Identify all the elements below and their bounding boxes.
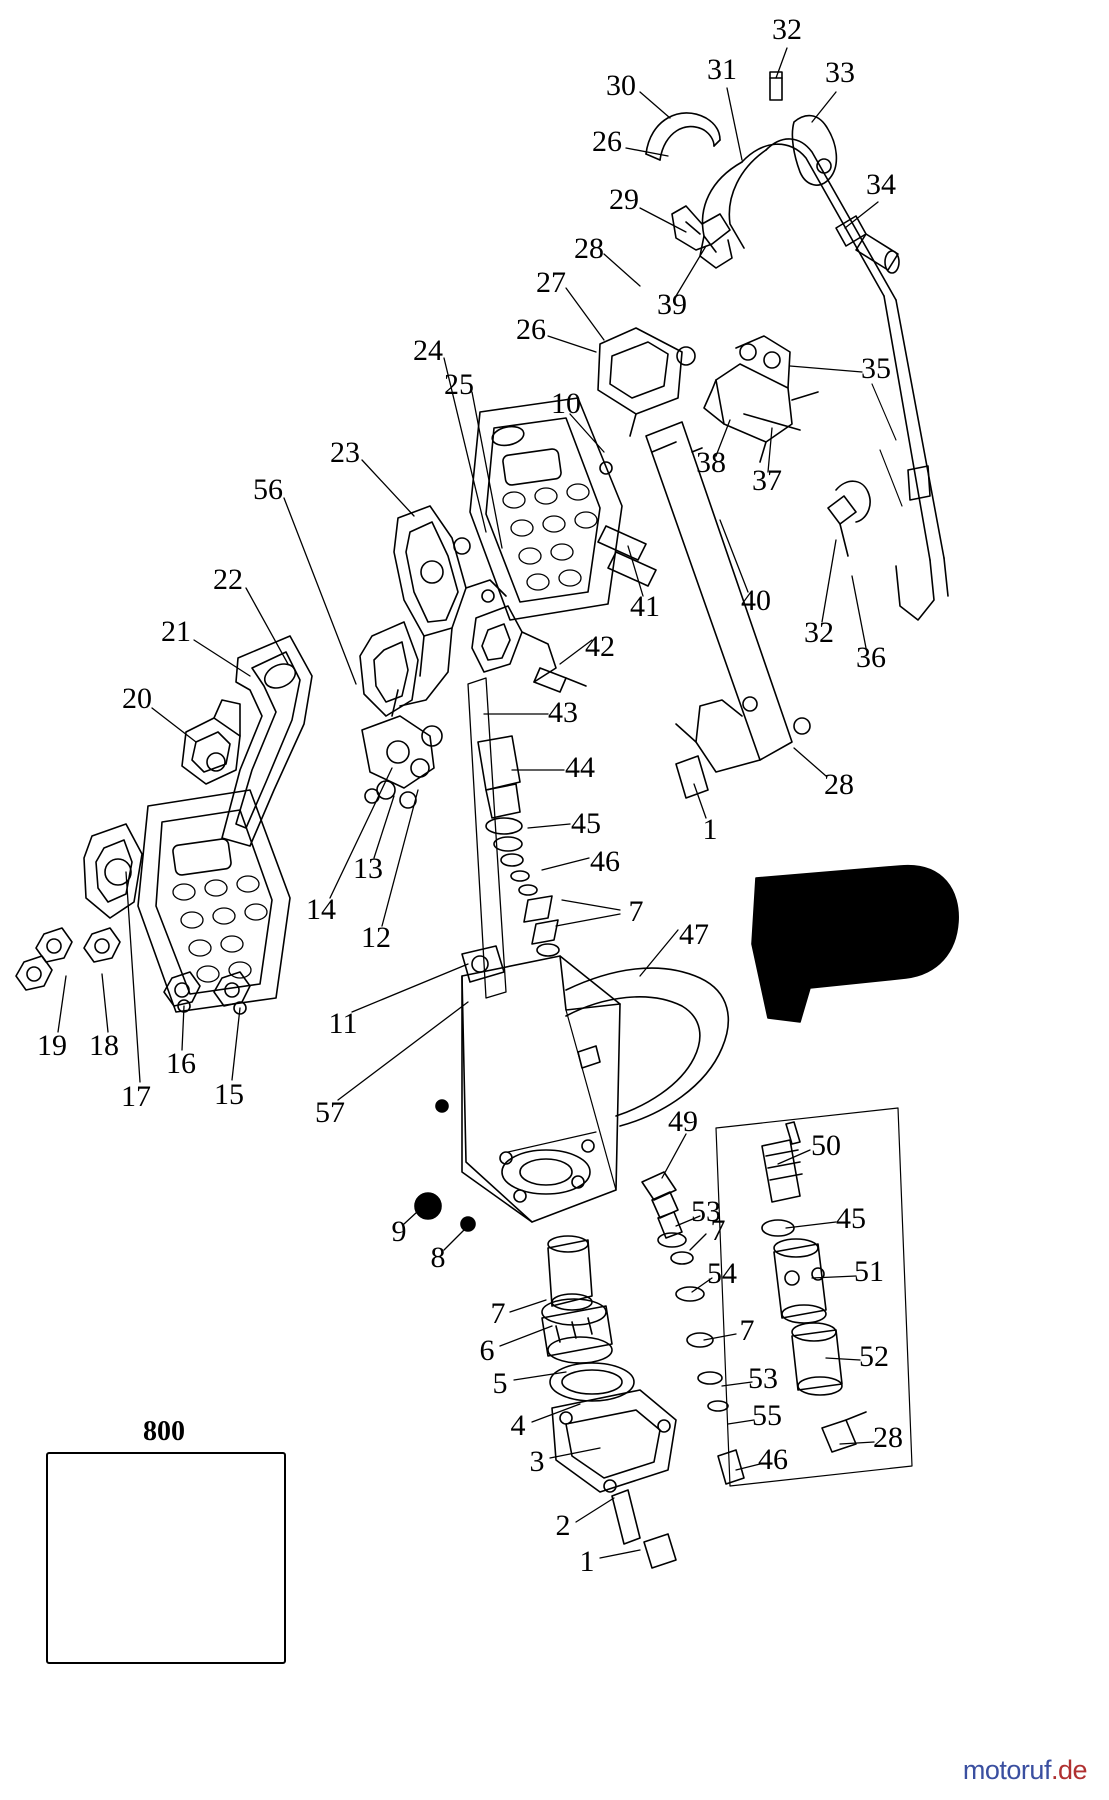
callout-45: 45 — [836, 1202, 866, 1235]
watermark-suffix: .de — [1050, 1755, 1088, 1785]
callout-22: 22 — [213, 563, 243, 596]
callout-17: 17 — [121, 1080, 151, 1113]
callout-48: 48 — [825, 955, 855, 988]
callout-32: 32 — [772, 13, 802, 46]
callout-1: 1 — [579, 1545, 595, 1578]
callout-28: 28 — [873, 1421, 903, 1454]
callout-28: 28 — [824, 768, 854, 801]
callout-30: 30 — [606, 69, 636, 102]
callout-18: 18 — [89, 1029, 119, 1062]
callout-8: 8 — [430, 1241, 446, 1274]
callout-7: 7 — [490, 1297, 506, 1330]
callout-54: 54 — [707, 1257, 737, 1290]
callout-42: 42 — [585, 630, 615, 663]
callout-9: 9 — [391, 1215, 407, 1248]
callout-44: 44 — [565, 751, 595, 784]
callout-12: 12 — [361, 921, 391, 954]
callout-28: 28 — [574, 232, 604, 265]
callout-37: 37 — [752, 464, 782, 497]
callout-36: 36 — [856, 641, 886, 674]
callout-14: 14 — [306, 893, 336, 926]
callout-4: 4 — [510, 1409, 526, 1442]
callout-3: 3 — [529, 1445, 545, 1478]
callout-16: 16 — [166, 1047, 196, 1080]
callout-7: 7 — [710, 1214, 726, 1247]
callout-45: 45 — [571, 807, 601, 840]
callout-31: 31 — [707, 53, 737, 86]
callout-49: 49 — [668, 1105, 698, 1138]
callout-26: 26 — [516, 313, 546, 346]
callout-57: 57 — [315, 1096, 345, 1129]
watermark-text: motoruf — [962, 1755, 1052, 1785]
callout-5: 5 — [492, 1367, 508, 1400]
callout-47: 47 — [679, 918, 709, 951]
callout-19: 19 — [37, 1029, 67, 1062]
callout-10: 10 — [551, 387, 581, 420]
callout-53: 53 — [748, 1362, 778, 1395]
inset-frame — [46, 1452, 286, 1664]
callout-43: 43 — [548, 696, 578, 729]
callout-46: 46 — [758, 1443, 788, 1476]
callout-6: 6 — [479, 1334, 495, 1367]
callout-41: 41 — [630, 590, 660, 623]
callout-38: 38 — [696, 446, 726, 479]
callout-46: 46 — [590, 845, 620, 878]
callout-11: 11 — [328, 1007, 358, 1040]
callout-23: 23 — [330, 436, 360, 469]
callout-33: 33 — [825, 56, 855, 89]
callout-50: 50 — [811, 1129, 841, 1162]
callout-55: 55 — [752, 1399, 782, 1432]
callout-7: 7 — [739, 1314, 755, 1347]
callout-40: 40 — [741, 584, 771, 617]
callout-32: 32 — [804, 616, 834, 649]
callout-13: 13 — [353, 852, 383, 885]
watermark: motoruf.de — [962, 1755, 1088, 1786]
inset-number: 800 — [143, 1416, 185, 1447]
callout-24: 24 — [413, 334, 443, 367]
callout-2: 2 — [555, 1509, 571, 1542]
callout-53: 53 — [691, 1195, 721, 1228]
callout-34: 34 — [866, 168, 896, 201]
callout-56: 56 — [253, 473, 283, 506]
callout-27: 27 — [536, 266, 566, 299]
callout-35: 35 — [861, 352, 891, 385]
callout-51: 51 — [854, 1255, 884, 1288]
callout-20: 20 — [122, 682, 152, 715]
callout-15: 15 — [214, 1078, 244, 1111]
callout-39: 39 — [657, 288, 687, 321]
callout-25: 25 — [444, 368, 474, 401]
callout-7: 7 — [628, 895, 644, 928]
callout-29: 29 — [609, 183, 639, 216]
callout-52: 52 — [859, 1340, 889, 1373]
callout-26: 26 — [592, 125, 622, 158]
callout-1: 1 — [702, 813, 718, 846]
callout-21: 21 — [161, 615, 191, 648]
